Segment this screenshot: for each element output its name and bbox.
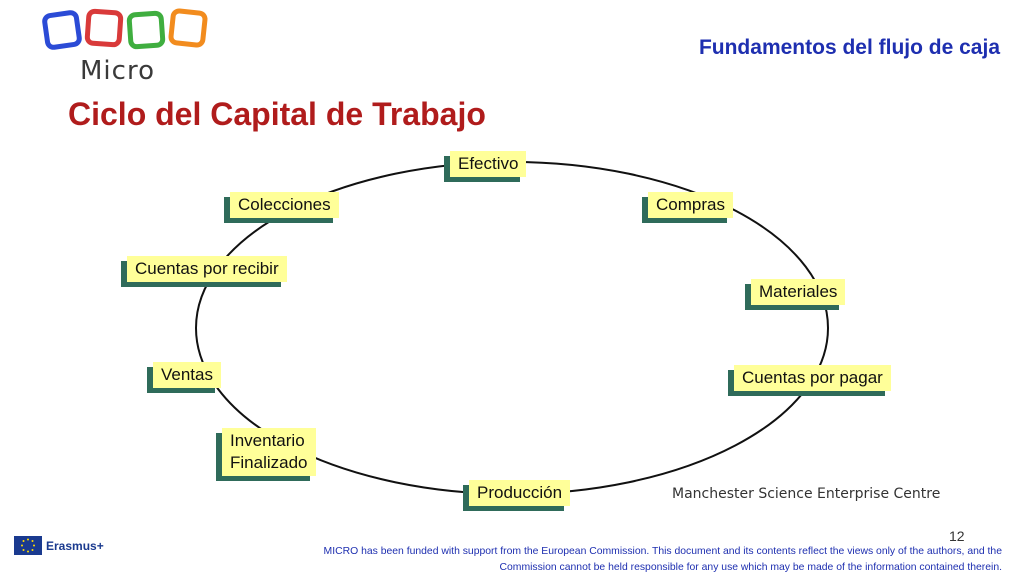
micro-logo: [40, 6, 210, 90]
section-title: Fundamentos del flujo de caja: [698, 36, 1000, 59]
node-cuentas-por-pagar: Cuentas por pagar: [734, 365, 891, 391]
credit-text: Manchester Science Enterprise Centre: [672, 486, 941, 502]
funding-disclaimer: MICRO has been funded with support from …: [323, 546, 1002, 573]
eu-flag-icon: [14, 536, 42, 555]
node-inventario-finalizado: Inventario Finalizado: [222, 428, 316, 476]
slide-title: Ciclo del Capital de Trabajo: [68, 96, 486, 132]
node-compras: Compras: [648, 192, 733, 218]
node-efectivo: Efectivo: [450, 151, 527, 177]
node-materiales: Materiales: [751, 279, 846, 305]
page-number: 12: [949, 528, 965, 544]
node-produccion: Producción: [469, 480, 571, 506]
node-cuentas-por-recibir: Cuentas por recibir: [127, 256, 287, 282]
node-colecciones: Colecciones: [230, 192, 339, 218]
logo-text: Micro: [80, 56, 155, 86]
erasmus-label: Erasmus+: [46, 539, 104, 553]
logo-squares-icon: [42, 8, 208, 50]
node-ventas: Ventas: [153, 362, 221, 388]
